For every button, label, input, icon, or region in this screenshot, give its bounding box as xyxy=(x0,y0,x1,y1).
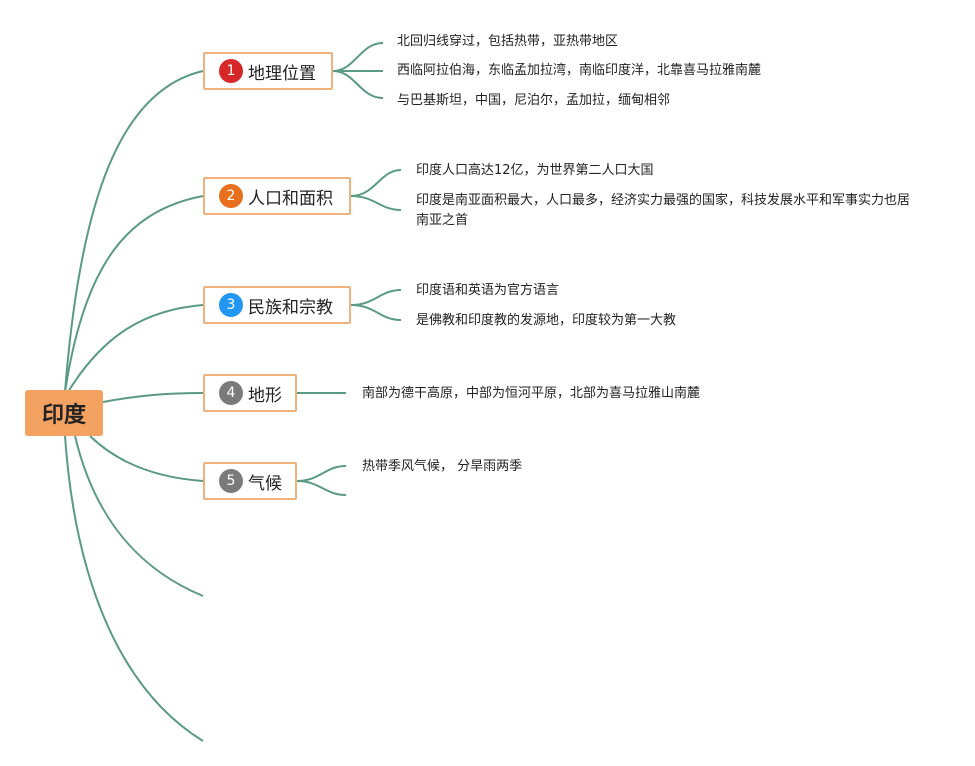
number-badge-icon: 4 xyxy=(219,381,243,405)
edge-topic-5-leaf-2 xyxy=(296,480,347,496)
topic-2-leaf-1[interactable]: 印度人口高达12亿，为世界第二人口大国 xyxy=(416,163,654,178)
topic-5-label: 气候 xyxy=(248,473,282,494)
edge-root-topic-2 xyxy=(64,195,204,393)
topic-5[interactable]: 5 气候 xyxy=(203,462,297,500)
edge-topic-3-leaf-2 xyxy=(350,304,402,321)
edge-root-topic-4 xyxy=(102,392,204,403)
edge-topic-5-leaf-1 xyxy=(296,465,347,482)
topic-1-leaf-1[interactable]: 北回归线穿过，包括热带，亚热带地区 xyxy=(397,34,619,49)
edge-topic-2-leaf-1 xyxy=(350,169,402,197)
topic-2[interactable]: 2 人口和面积 xyxy=(203,177,351,215)
root-topic-label: 印度 xyxy=(41,403,86,428)
topic-2-leaf-2[interactable]: 印度是南亚面积最大，人口最多，经济实力最强的国家，科技发展水平和军事实力也居南亚… xyxy=(416,193,911,228)
edge-topic-1-leaf-1 xyxy=(332,42,384,72)
number-badge-icon: 1 xyxy=(219,59,243,83)
edge-topic-1-leaf-3 xyxy=(332,70,384,99)
edge-topic-2-leaf-2 xyxy=(350,195,402,211)
topic-4[interactable]: 4 地形 xyxy=(203,374,297,412)
topic-1-label: 地理位置 xyxy=(248,63,316,84)
topic-3-leaf-1[interactable]: 印度语和英语为官方语言 xyxy=(416,283,560,298)
topic-1-leaf-3[interactable]: 与巴基斯坦，中国，尼泊尔，孟加拉，缅甸相邻 xyxy=(397,93,671,108)
edge-root-empty-2 xyxy=(64,435,204,742)
number-badge-icon: 5 xyxy=(219,469,243,493)
topic-3-label: 民族和宗教 xyxy=(248,297,333,318)
topic-3-leaf-2[interactable]: 是佛教和印度教的发源地，印度较为第一大教 xyxy=(416,313,677,328)
topic-5-leaf-1[interactable]: 热带季风气候， 分旱雨两季 xyxy=(362,459,523,474)
topic-1-leaf-2[interactable]: 西临阿拉伯海，东临孟加拉湾，南临印度洋，北靠喜马拉雅南麓 xyxy=(397,63,762,78)
topic-4-label: 地形 xyxy=(248,385,282,406)
edge-root-topic-5 xyxy=(89,435,204,482)
edge-root-topic-1 xyxy=(64,70,204,393)
edge-root-topic-3 xyxy=(67,304,204,393)
root-topic[interactable]: 印度 xyxy=(25,390,103,436)
topic-1[interactable]: 1 地理位置 xyxy=(203,52,333,90)
topic-2-label: 人口和面积 xyxy=(248,188,333,209)
topic-4-leaf-1[interactable]: 南部为德干高原，中部为恒河平原，北部为喜马拉雅山南麓 xyxy=(362,386,701,401)
topic-3[interactable]: 3 民族和宗教 xyxy=(203,286,351,324)
edge-topic-3-leaf-1 xyxy=(350,289,402,306)
edge-root-empty-1 xyxy=(74,435,204,597)
number-badge-icon: 3 xyxy=(219,293,243,317)
number-badge-icon: 2 xyxy=(219,184,243,208)
